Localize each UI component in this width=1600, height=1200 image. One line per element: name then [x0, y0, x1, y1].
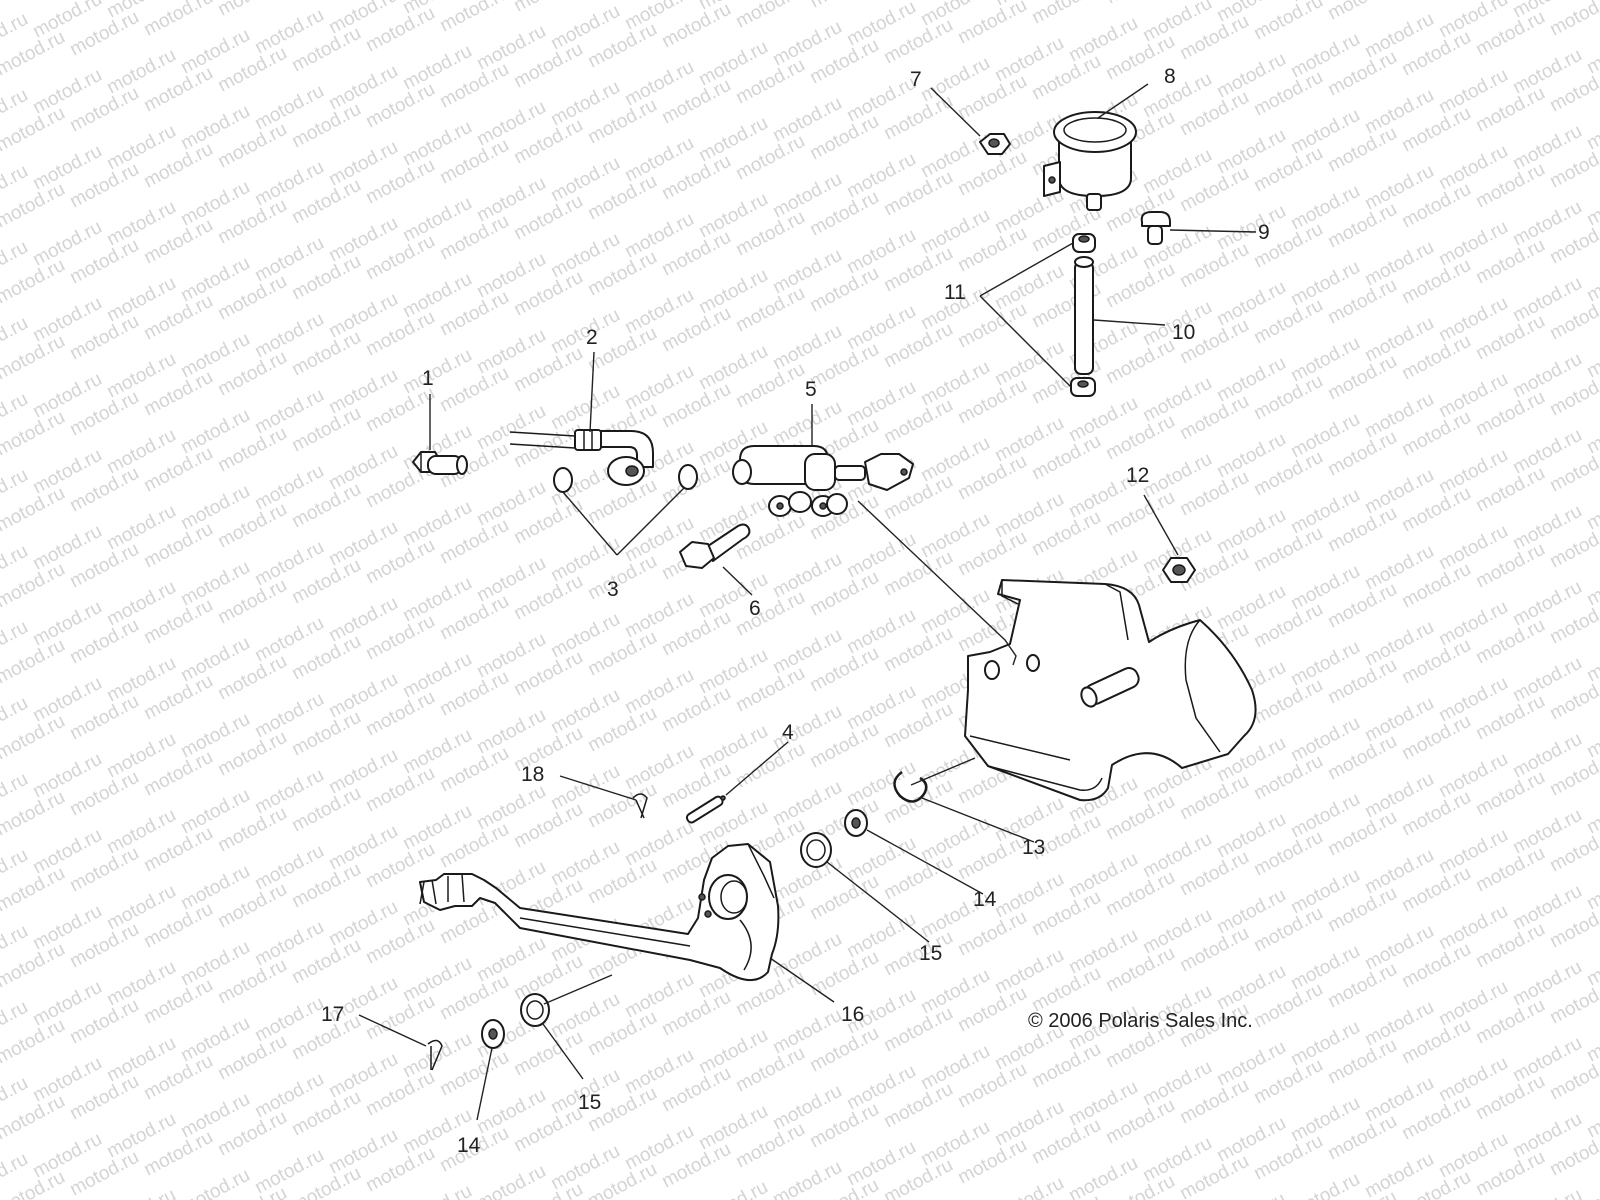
- watermark-text: motod.ru: [1213, 1189, 1289, 1200]
- watermark-text: motod.ru: [1102, 0, 1178, 8]
- watermark-text: motod.ru: [1028, 0, 1104, 28]
- callout-4: 4: [782, 721, 794, 744]
- callout-15a: 15: [919, 942, 942, 965]
- watermark-text: motod.ru: [769, 1157, 845, 1200]
- callout-18: 18: [521, 763, 544, 786]
- callout-17: 17: [321, 1003, 344, 1026]
- watermark-text: motod.ru: [1287, 1169, 1363, 1200]
- part-10-hose: [1074, 256, 1094, 375]
- watermark-text: motod.ru: [510, 0, 586, 16]
- watermark-text: motod.ru: [473, 1161, 549, 1200]
- part-12-nut: [1162, 557, 1196, 583]
- watermark-text: motod.ru: [1398, 0, 1474, 4]
- callout-9: 9: [1258, 221, 1270, 244]
- watermark-text: motod.ru: [214, 0, 290, 20]
- watermark-text: motod.ru: [695, 1177, 771, 1200]
- watermark-text: motod.ru: [399, 1181, 475, 1200]
- watermark-text: motod.ru: [1509, 1185, 1585, 1200]
- watermark-text: motod.ru: [1546, 0, 1600, 40]
- callout-11: 11: [944, 281, 966, 304]
- callout-6: 6: [749, 597, 761, 620]
- part-9-screw: [1140, 211, 1171, 245]
- callout-14b: 14: [457, 1134, 481, 1157]
- callout-10: 10: [1172, 321, 1195, 344]
- callout-7: 7: [910, 68, 922, 91]
- copyright-text: © 2006 Polaris Sales Inc.: [1028, 1010, 1253, 1032]
- callout-14a: 14: [973, 888, 997, 911]
- watermark-text: motod.ru: [436, 0, 512, 36]
- watermark-text: motod.ru: [732, 0, 808, 32]
- watermark-text: motod.ru: [140, 0, 216, 40]
- callout-12: 12: [1126, 464, 1149, 487]
- callout-1: 1: [422, 367, 434, 390]
- part-1-fitting: [412, 451, 468, 475]
- watermark-text: motod.ru: [103, 1185, 179, 1200]
- watermark-text: motod.ru: [806, 0, 882, 12]
- watermark-text: motod.ru: [1250, 0, 1326, 44]
- callout-16: 16: [841, 1003, 864, 1026]
- callout-13: 13: [1022, 836, 1045, 859]
- watermark-text: motod.ru: [1583, 1165, 1600, 1200]
- callout-5: 5: [805, 378, 817, 401]
- watermark-text: motod.ru: [1583, 0, 1600, 2]
- callout-8: 8: [1164, 65, 1176, 88]
- callout-3: 3: [607, 578, 619, 601]
- watermark-text: motod.ru: [991, 1173, 1067, 1200]
- callout-15b: 15: [578, 1091, 601, 1114]
- watermark-text: motod.ru: [177, 1165, 253, 1200]
- watermark-text: motod.ru: [0, 0, 69, 4]
- callout-2: 2: [586, 326, 598, 349]
- watermark-text: motod.ru: [1324, 0, 1400, 24]
